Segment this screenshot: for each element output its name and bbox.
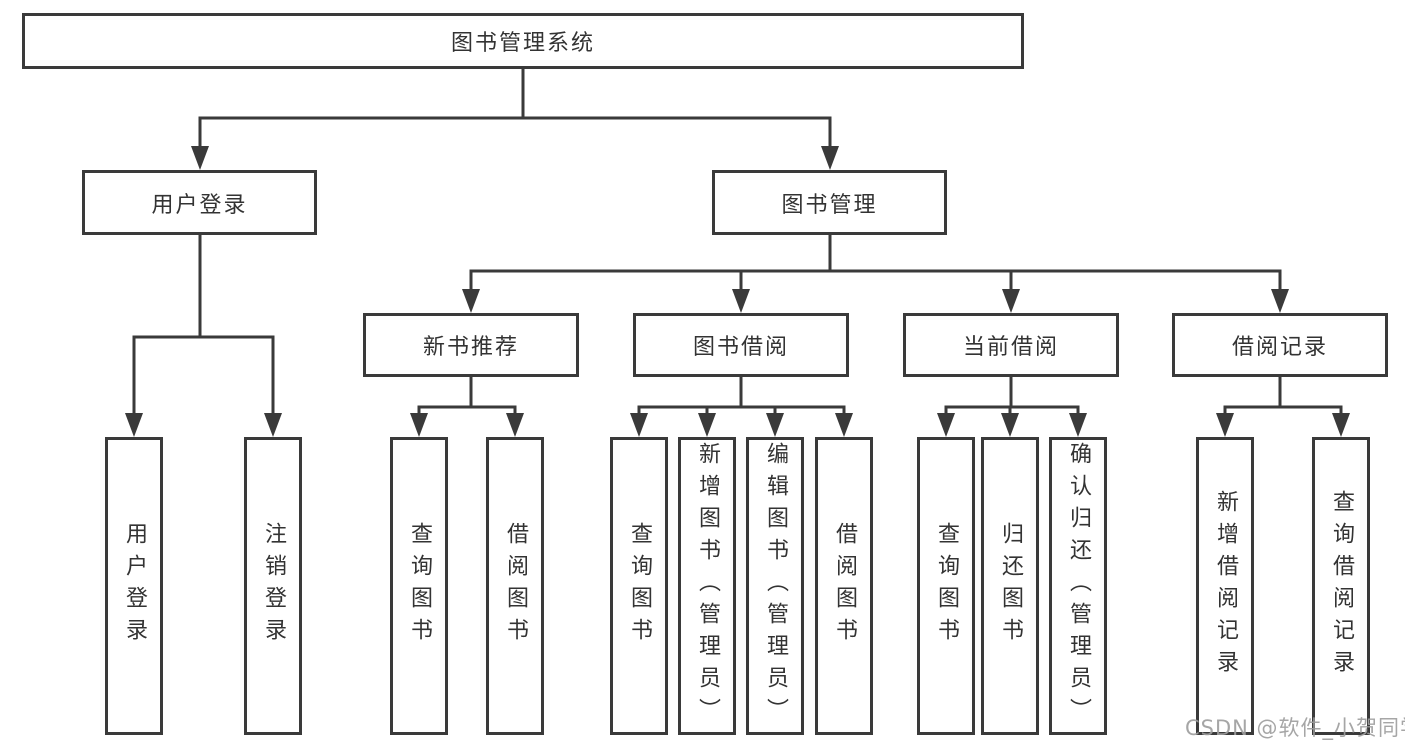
node-label: 图书管理 [781,192,878,218]
node-label: 确认归还（管理员） [1066,442,1091,730]
arrow-down-icon [125,413,143,437]
arrow-down-icon [1069,413,1087,437]
node-label: 借阅记录 [1231,335,1328,360]
connector-newbookrec-to-leaves [417,375,517,419]
arrow-down-icon [1332,413,1350,437]
csdn-watermark: CSDN @软件_小贺同学 [1185,716,1405,740]
node-label: 查询借阅记录 [1329,490,1354,682]
leaf-return-books: 归还图书 [981,437,1039,735]
node-label: 用户登录 [151,192,248,218]
node-label: 图书管理系统 [450,31,595,56]
node-label: 查询图书 [934,522,959,650]
leaf-query-books: 查询图书 [917,437,975,735]
node-book-management: 图书管理 [712,170,947,235]
connector-currentborrow-to-leaves [944,375,1080,419]
node-user-login: 用户登录 [82,170,317,235]
arrow-down-icon [264,413,282,437]
arrow-down-icon [732,289,750,313]
leaf-query-borrow-record: 查询借阅记录 [1312,437,1370,735]
node-label: 新书推荐 [422,335,519,360]
connector-bookmgmt-to-level2 [469,233,1282,295]
connector-bookborrow-to-leaves [637,375,846,419]
node-label: 图书借阅 [692,335,789,360]
leaf-query-books: 查询图书 [610,437,668,735]
node-label: 当前借阅 [962,335,1059,360]
arrow-down-icon [766,413,784,437]
node-label: 编辑图书（管理员） [763,442,788,730]
connector-borrowrecords-to-leaves [1223,375,1343,419]
leaf-confirm-return-admin: 确认归还（管理员） [1049,437,1107,735]
arrow-down-icon [462,289,480,313]
leaf-query-books: 查询图书 [390,437,448,735]
arrow-down-icon [937,413,955,437]
node-label: 借阅图书 [832,522,857,650]
arrow-down-icon [506,413,524,437]
leaf-add-books-admin: 新增图书（管理员） [678,437,736,735]
node-label: 归还图书 [998,522,1023,650]
node-label: 查询图书 [407,522,432,650]
leaf-user-login: 用户登录 [105,437,163,735]
node-current-borrow: 当前借阅 [903,313,1119,377]
connector-userlogin-to-leaves [132,233,275,419]
arrow-down-icon [1271,289,1289,313]
leaf-logout: 注销登录 [244,437,302,735]
arrow-down-icon [698,413,716,437]
node-label: 用户登录 [122,522,147,650]
arrow-down-icon [191,146,209,170]
node-label: 新增借阅记录 [1213,490,1238,682]
node-label: 注销登录 [261,522,286,650]
arrow-down-icon [835,413,853,437]
arrow-down-icon [1001,413,1019,437]
node-book-borrow: 图书借阅 [633,313,849,377]
arrow-down-icon [1002,289,1020,313]
arrow-down-icon [1216,413,1234,437]
leaf-add-borrow-record: 新增借阅记录 [1196,437,1254,735]
node-label: 借阅图书 [503,522,528,650]
arrow-down-icon [630,413,648,437]
node-borrow-records: 借阅记录 [1172,313,1388,377]
leaf-borrow-books: 借阅图书 [486,437,544,735]
node-new-book-recommend: 新书推荐 [363,313,579,377]
node-label: 查询图书 [627,522,652,650]
node-label: 新增图书（管理员） [695,442,720,730]
connector-root-to-level1 [198,67,832,152]
arrow-down-icon [821,146,839,170]
leaf-borrow-books: 借阅图书 [815,437,873,735]
arrow-down-icon [410,413,428,437]
node-library-management-system: 图书管理系统 [22,13,1024,69]
leaf-edit-books-admin: 编辑图书（管理员） [746,437,804,735]
